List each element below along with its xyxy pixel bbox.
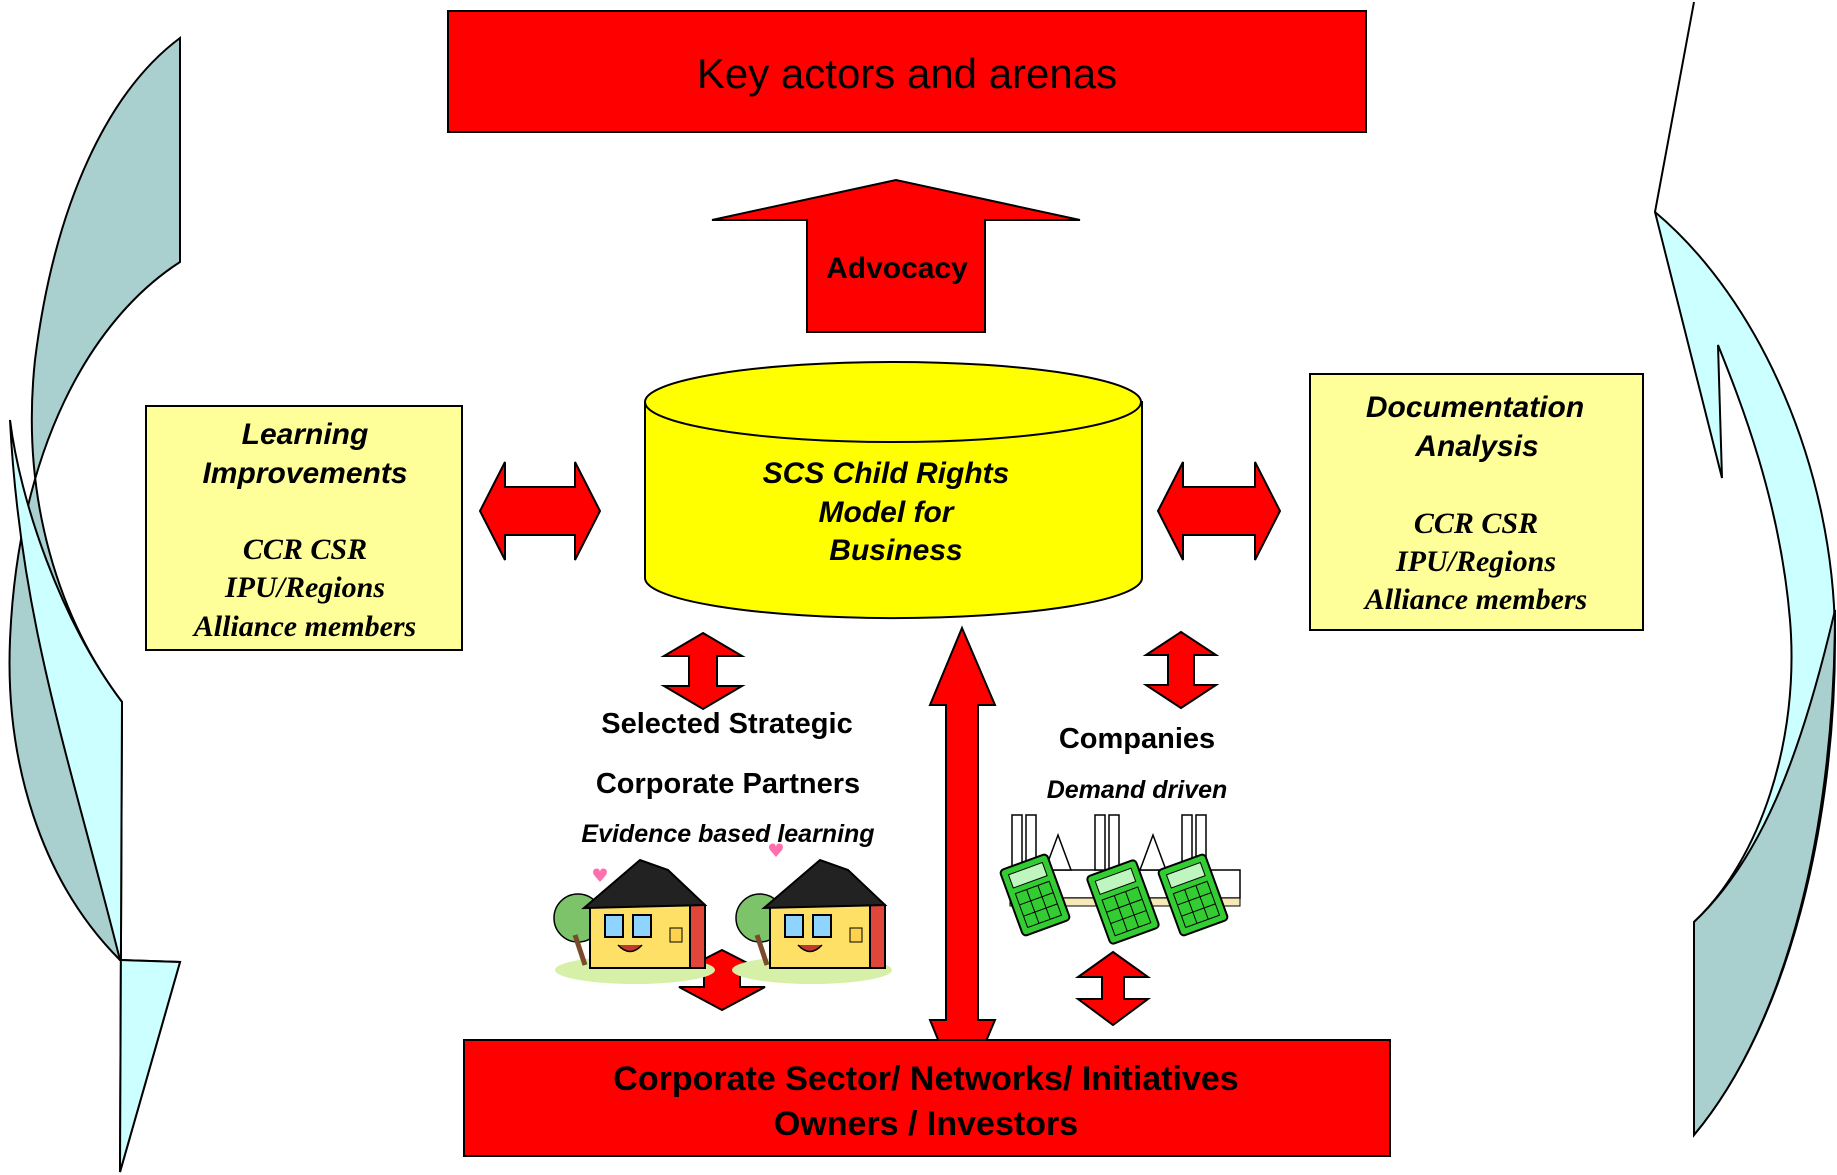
model-cylinder: SCS Child Rights Model for Business [644, 361, 1143, 620]
model-line-3: Business [829, 534, 962, 567]
partners-line-1: Selected Strategic [601, 708, 852, 740]
documentation-item-3: Alliance members [1363, 583, 1587, 616]
advocacy-arrow: Advocacy [711, 178, 1081, 333]
learning-title-2: Improvements [202, 457, 407, 490]
model-line-2: Model for [819, 496, 956, 529]
documentation-title-2: Analysis [1414, 430, 1538, 463]
right-curved-arrow-icon [1653, 1, 1837, 1138]
companies-up-arrow [1142, 630, 1220, 710]
learning-item-3: Alliance members [192, 610, 416, 643]
key-actors-box: Key actors and arenas [447, 10, 1367, 133]
learning-title-1: Learning [242, 418, 369, 451]
learning-item-1: CCR CSR [243, 533, 367, 566]
companies-label: Companies [1059, 723, 1215, 755]
house-icon [553, 858, 715, 984]
partners-subtitle: Evidence based learning [581, 820, 874, 848]
documentation-box: Documentation Analysis CCR CSR IPU/Regio… [1309, 373, 1644, 631]
documentation-title-1: Documentation [1366, 391, 1584, 424]
learning-box: Learning Improvements CCR CSR IPU/Region… [145, 405, 463, 651]
companies-subtitle: Demand driven [1047, 776, 1228, 804]
central-double-arrow [928, 625, 997, 1101]
corporate-line-2: Owners / Investors [774, 1105, 1078, 1143]
left-curved-arrow-icon [8, 36, 182, 1173]
corporate-line-1: Corporate Sector/ Networks/ Initiatives [613, 1060, 1238, 1098]
documentation-item-1: CCR CSR [1414, 507, 1538, 540]
partners-line-2: Corporate Partners [596, 768, 860, 800]
house-icon [732, 843, 892, 984]
calculator-icon [999, 853, 1071, 937]
model-line-1: SCS Child Rights [763, 457, 1010, 490]
corporate-sector-box: Corporate Sector/ Networks/ Initiatives … [463, 1039, 1391, 1157]
partners-up-arrow [660, 631, 746, 711]
left-double-arrow [478, 461, 602, 561]
learning-item-2: IPU/Regions [224, 571, 385, 604]
companies-down-arrow [1074, 950, 1152, 1027]
calculator-icon [1157, 853, 1229, 937]
right-double-arrow [1156, 461, 1282, 561]
advocacy-label: Advocacy [826, 252, 968, 285]
calculator-icon [1086, 859, 1160, 945]
key-actors-label: Key actors and arenas [697, 50, 1117, 97]
documentation-item-2: IPU/Regions [1395, 545, 1556, 578]
